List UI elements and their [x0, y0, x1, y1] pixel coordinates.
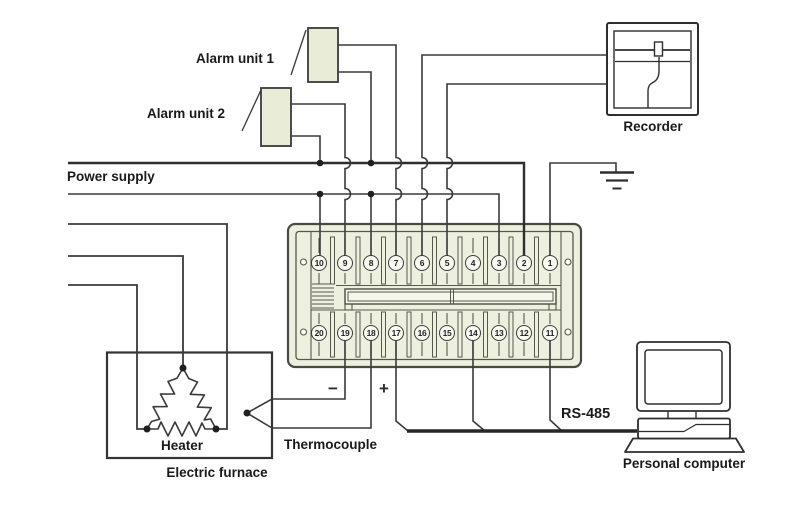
heater-delta-icon	[146, 367, 217, 437]
polarity-minus-sign: −	[328, 379, 338, 398]
alarm-unit-1-label: Alarm unit 1	[196, 51, 275, 66]
terminal-16: 16	[414, 325, 430, 341]
terminal-3: 3	[491, 255, 507, 271]
alarm-unit-2-box	[260, 87, 292, 147]
heater-feed-1	[68, 223, 228, 430]
wire-terminal1-to-ground	[549, 162, 617, 258]
electric-furnace-box	[105, 351, 274, 460]
thermocouple-label: Thermocouple	[284, 437, 378, 452]
wire-terminal11-rs485	[549, 333, 563, 432]
terminal-9: 9	[337, 255, 353, 271]
wire-alarm1-to-bus	[338, 71, 372, 163]
personal-computer-icon	[624, 341, 745, 453]
alarm-unit-2-label: Alarm unit 2	[147, 106, 226, 121]
heater-feed-3	[68, 284, 145, 430]
case-screw-icon	[564, 258, 572, 266]
power-line-bottom	[68, 193, 500, 258]
wires	[68, 29, 637, 433]
case-screw-icon	[299, 258, 308, 266]
terminal-1: 1	[542, 255, 558, 271]
case-screw-icon	[564, 328, 572, 336]
center-connector-bar	[344, 288, 557, 311]
thermocouple-junction-dot	[243, 409, 251, 417]
wire-recorder-to-terminal5	[446, 83, 607, 258]
wire-terminal14-rs485	[472, 333, 486, 432]
rs485-label: RS-485	[561, 406, 611, 422]
recorder-icon	[606, 22, 699, 116]
terminal-5: 5	[439, 255, 455, 271]
terminal-15: 15	[439, 325, 455, 341]
polarity-plus-sign: +	[379, 379, 389, 398]
case-screw-icon	[299, 328, 308, 336]
terminal-separators	[330, 236, 539, 358]
heater-feed-2	[68, 255, 184, 368]
power-supply-label: Power supply	[67, 169, 155, 184]
terminal-7: 7	[388, 255, 404, 271]
alarm2-leader-line	[241, 89, 262, 132]
terminal-10: 10	[311, 255, 327, 271]
personal-computer-label: Personal computer	[622, 456, 746, 471]
terminal-19: 19	[337, 325, 353, 341]
terminal-18: 18	[363, 325, 379, 341]
wire-alarm2-to-bus	[291, 135, 321, 163]
wire-recorder-to-terminal6	[421, 54, 607, 258]
terminal-block	[286, 222, 583, 369]
electric-furnace-label: Electric furnace	[166, 465, 268, 480]
terminal-17: 17	[388, 325, 404, 341]
alarm-unit-1-box	[307, 27, 339, 83]
ground-icon	[600, 171, 634, 190]
terminal-14: 14	[465, 325, 481, 341]
wire-alarm2-to-terminal9	[291, 103, 352, 258]
wire-terminal17-rs485	[395, 333, 409, 432]
terminal-2: 2	[516, 255, 532, 271]
alarm1-leader-line	[290, 29, 307, 76]
terminal-8: 8	[363, 255, 379, 271]
power-line-top	[68, 161, 526, 258]
terminal-6: 6	[414, 255, 430, 271]
recorder-label: Recorder	[623, 119, 683, 134]
terminal-13: 13	[491, 325, 507, 341]
terminal-20: 20	[311, 325, 327, 341]
wire-alarm1-to-terminal7	[338, 44, 403, 258]
vent-hatch-icon	[312, 283, 334, 309]
terminal-11: 11	[542, 325, 558, 341]
terminal-12: 12	[516, 325, 532, 341]
heater-label: Heater	[160, 438, 204, 453]
terminal-4: 4	[465, 255, 481, 271]
junction-dots	[143, 159, 375, 433]
